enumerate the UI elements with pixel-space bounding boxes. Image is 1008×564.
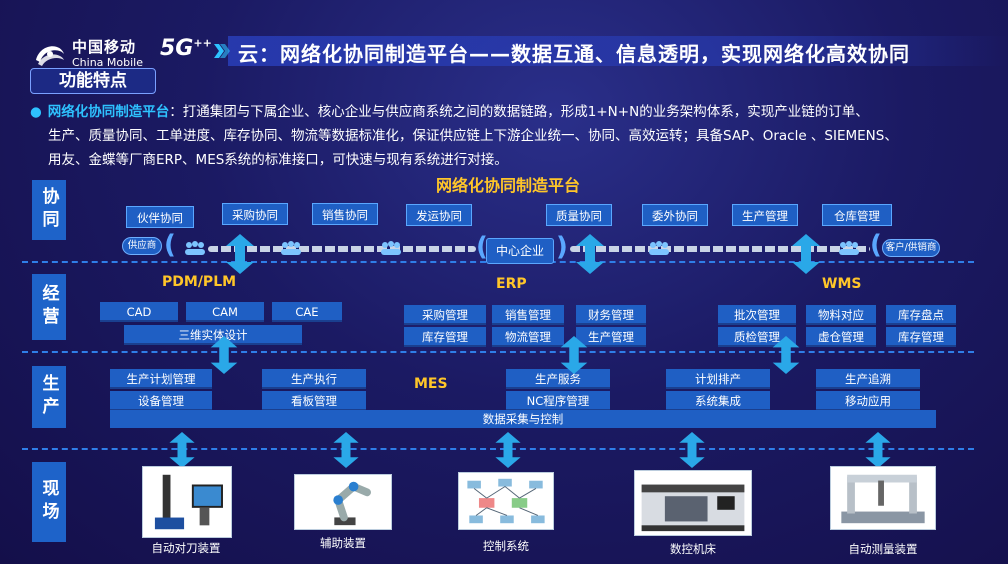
divider-3 xyxy=(22,448,974,450)
chip-shipping-collab: 发运协同 xyxy=(406,204,472,226)
chip-wms-inventory: 库存管理 xyxy=(886,327,956,347)
features-label: 功能特点 xyxy=(30,68,156,94)
customer-pill: 客户/供销商 xyxy=(882,239,940,257)
chip-3d-design: 三维实体设计 xyxy=(124,325,302,345)
logo-en-text: China Mobile xyxy=(72,56,144,69)
chip-outsource-collab: 委外协同 xyxy=(642,204,708,226)
double-arrow-icon xyxy=(333,432,359,468)
double-arrow-icon xyxy=(772,336,800,374)
double-arrow-icon xyxy=(560,336,588,374)
chip-wms-stocktake: 库存盘点 xyxy=(886,305,956,325)
paren-left-icon: ( xyxy=(164,230,176,260)
chip-mes-schedule: 计划排产 xyxy=(666,369,770,389)
layer-label-collab: 协同 xyxy=(32,180,66,240)
mes-title: MES xyxy=(414,376,448,392)
paren-left-icon: ( xyxy=(476,232,488,262)
device-caption-aux: 辅助装置 xyxy=(320,536,366,550)
people-icon xyxy=(649,241,669,255)
double-arrow-icon xyxy=(679,432,705,468)
robot-arm-image xyxy=(294,474,392,530)
platform-title: 网络化协同制造平台 xyxy=(436,176,581,195)
device-caption-control: 控制系统 xyxy=(483,539,529,553)
layer-label-produce: 生产 xyxy=(32,366,66,428)
chip-erp-purchase: 采购管理 xyxy=(404,305,486,325)
chip-cae: CAE xyxy=(272,302,342,322)
chip-production-mgmt: 生产管理 xyxy=(732,204,798,226)
chip-mes-trace: 生产追溯 xyxy=(816,369,920,389)
chip-partner-collab: 伙伴协同 xyxy=(126,206,194,228)
erp-title: ERP xyxy=(496,276,527,292)
people-icon xyxy=(185,241,205,255)
chip-erp-inventory: 库存管理 xyxy=(404,327,486,347)
measuring-machine-image xyxy=(830,466,936,530)
chip-quality-collab: 质量协同 xyxy=(546,204,612,226)
chain-right xyxy=(570,246,870,252)
center-enterprise: 中心企业 xyxy=(486,238,554,264)
chip-mes-plan: 生产计划管理 xyxy=(110,369,212,389)
double-arrow-icon xyxy=(495,432,521,468)
desc-lead: 网络化协同制造平台 xyxy=(47,104,170,120)
divider-2 xyxy=(22,351,974,353)
double-arrow-icon xyxy=(226,234,254,274)
desc-line-1-text: ：打通集团与下属企业、核心企业与供应商系统之间的数据链路，形成1+N+N的业务架… xyxy=(169,104,869,120)
people-icon xyxy=(839,241,859,255)
chip-mes-exec: 生产执行 xyxy=(262,369,366,389)
pdm-title: PDM/PLM xyxy=(162,274,237,290)
desc-line-1: ● 网络化协同制造平台：打通集团与下属企业、核心企业与供应商系统之间的数据链路，形… xyxy=(30,100,980,124)
chip-mes-service: 生产服务 xyxy=(506,369,610,389)
chip-wms-batch: 批次管理 xyxy=(718,305,796,325)
data-collection-bar: 数据采集与控制 xyxy=(110,410,936,428)
layer-label-operate: 经营 xyxy=(32,274,66,340)
page-title: 云：网络化协同制造平台——数据互通、信息透明，实现网络化高效协同 xyxy=(238,42,910,66)
chip-wms-material: 物料对应 xyxy=(806,305,876,325)
people-icon xyxy=(381,241,401,255)
tool-setter-image xyxy=(142,466,232,538)
double-arrow-icon xyxy=(169,432,195,468)
bullet-icon: ● xyxy=(30,104,42,120)
double-arrow-icon xyxy=(210,336,238,374)
device-caption-measure: 自动测量装置 xyxy=(848,542,918,556)
chip-cam: CAM xyxy=(186,302,264,322)
desc-line-3: 用友、金蝶等厂商ERP、MES系统的标准接口，可快速与现有系统进行对接。 xyxy=(48,152,508,168)
device-caption-cnc: 数控机床 xyxy=(670,542,716,556)
double-arrow-icon xyxy=(865,432,891,468)
paren-left-icon: ( xyxy=(870,230,882,260)
chip-sales-collab: 销售协同 xyxy=(312,203,378,225)
china-mobile-logo-icon xyxy=(36,46,64,66)
chip-warehouse-mgmt: 仓库管理 xyxy=(822,204,892,226)
people-icon xyxy=(281,241,301,255)
desc-line-2: 生产、质量协同、工单进度、库存协同、物流等数据标准化，保证供应链上下游企业统一、… xyxy=(48,128,898,144)
device-caption-tool-setter: 自动对刀装置 xyxy=(151,541,221,555)
logo-cn-text: 中国移动 xyxy=(72,38,137,56)
logo-5g: 5G++ xyxy=(160,36,212,61)
chip-erp-production: 生产管理 xyxy=(576,327,646,347)
title-bar xyxy=(228,36,1008,66)
chip-wms-qc: 质检管理 xyxy=(718,327,796,347)
features-description: ● 网络化协同制造平台：打通集团与下属企业、核心企业与供应商系统之间的数据链路，形… xyxy=(30,100,980,172)
chip-mes-kanban: 看板管理 xyxy=(262,391,366,411)
wms-title: WMS xyxy=(822,276,862,292)
paren-right-icon: ) xyxy=(556,232,568,262)
chip-purchase-collab: 采购协同 xyxy=(222,203,288,225)
chip-mes-equipment: 设备管理 xyxy=(110,391,212,411)
chip-mes-integration: 系统集成 xyxy=(666,391,770,411)
chain-left xyxy=(208,246,476,252)
chip-wms-virtual: 虚仓管理 xyxy=(806,327,876,347)
chip-cad: CAD xyxy=(100,302,178,322)
chip-mes-mobile: 移动应用 xyxy=(816,391,920,411)
cnc-machine-image xyxy=(634,470,752,536)
double-arrow-icon xyxy=(576,234,604,274)
supplier-pill: 供应商 xyxy=(122,237,162,255)
layer-label-site: 现场 xyxy=(32,462,66,542)
title-ticks-icon xyxy=(214,44,230,58)
chip-erp-logistics: 物流管理 xyxy=(492,327,564,347)
double-arrow-icon xyxy=(792,234,820,274)
chip-mes-nc: NC程序管理 xyxy=(506,391,610,411)
control-system-image xyxy=(458,472,554,530)
chip-erp-finance: 财务管理 xyxy=(576,305,646,325)
chip-erp-sales: 销售管理 xyxy=(492,305,564,325)
